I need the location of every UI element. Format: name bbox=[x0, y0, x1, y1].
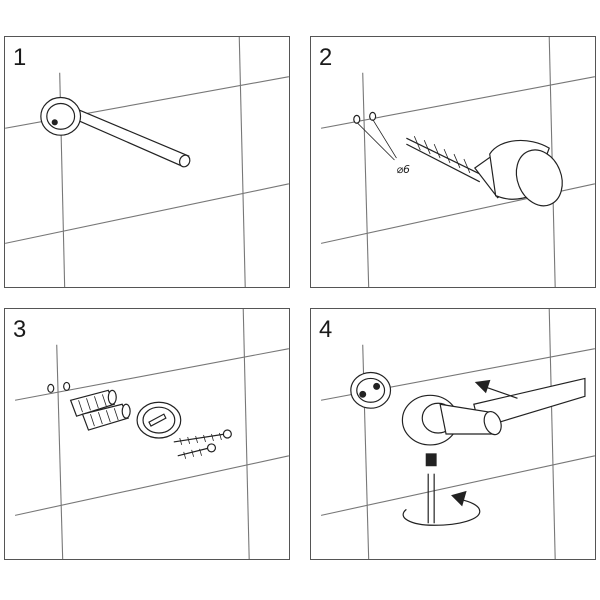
screw-icon bbox=[173, 429, 232, 446]
set-screw-icon bbox=[425, 453, 437, 524]
direction-arrow-icon bbox=[474, 379, 518, 399]
step-3-panel: 3 bbox=[4, 308, 290, 560]
screw-head-icon bbox=[51, 119, 58, 126]
step-1-illustration: 1 bbox=[5, 37, 289, 287]
drill-size-label: ⌀6 bbox=[396, 163, 410, 176]
step-3-illustration: 3 bbox=[13, 309, 289, 559]
step-number: 3 bbox=[13, 316, 26, 343]
step-number: 2 bbox=[319, 44, 332, 71]
step-1-panel: 1 bbox=[4, 36, 290, 288]
drill-icon bbox=[406, 136, 563, 207]
drill-holes bbox=[353, 111, 377, 124]
drill-holes bbox=[47, 381, 71, 393]
mounted-plate bbox=[350, 371, 392, 409]
rotate-arrow-icon bbox=[402, 490, 481, 526]
step-4-panel: 4 bbox=[310, 308, 596, 560]
step-4-illustration: 4 bbox=[319, 309, 595, 559]
screw-icon bbox=[177, 443, 217, 459]
wall-plug-icon bbox=[69, 389, 117, 417]
step-number: 1 bbox=[13, 44, 26, 71]
screw-head-icon bbox=[359, 390, 367, 398]
wall-plug-icon bbox=[81, 403, 131, 431]
wall-mount-plate bbox=[40, 96, 82, 136]
holder-bar bbox=[401, 377, 586, 446]
size-leader-lines bbox=[356, 119, 397, 161]
step-2-illustration: ⌀6 2 bbox=[319, 37, 595, 287]
mount-plate bbox=[136, 401, 182, 439]
step-2-panel: ⌀6 2 bbox=[310, 36, 596, 288]
screw-head-icon bbox=[373, 382, 381, 390]
wall-tiles bbox=[5, 37, 289, 287]
wall-tiles bbox=[14, 309, 289, 559]
step-number: 4 bbox=[319, 316, 332, 343]
